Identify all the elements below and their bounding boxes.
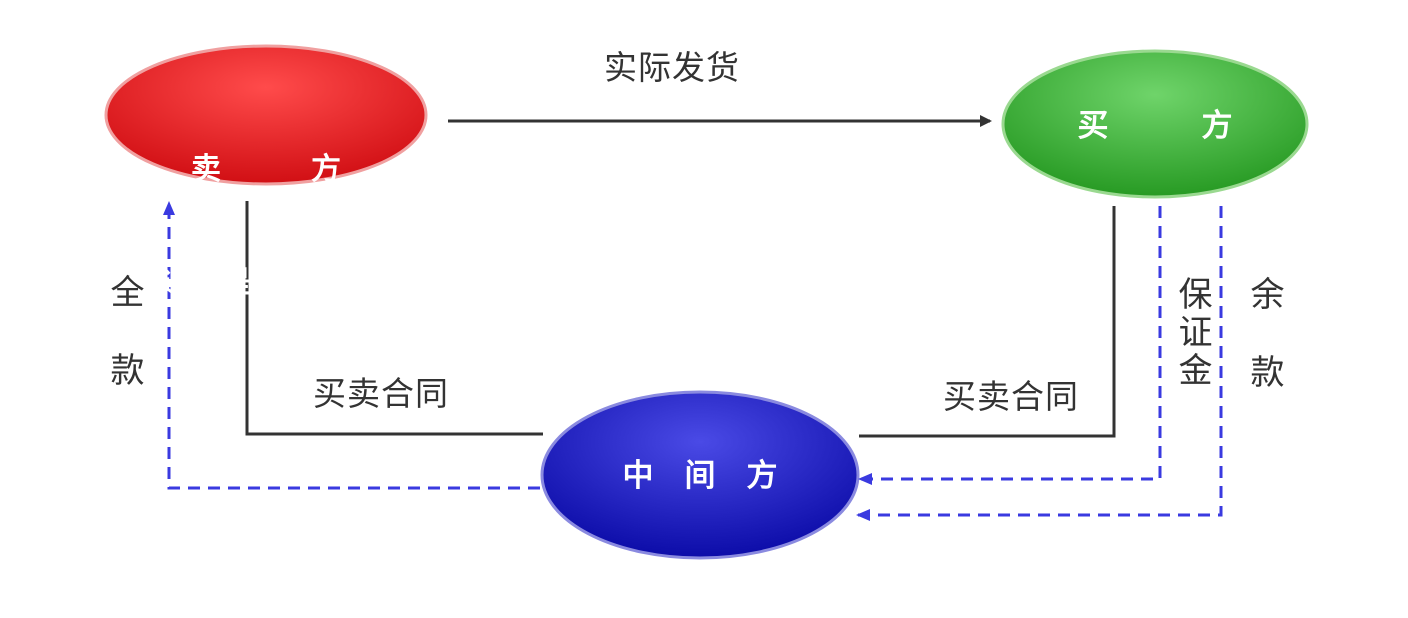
contract-label-left: 买卖合同 — [313, 374, 449, 413]
intermediary-label: 中 间 方 — [622, 458, 778, 494]
shipping-label: 实际发货 — [604, 48, 740, 87]
buyer-label: 买 方 — [1077, 108, 1233, 144]
buyer-node — [1001, 49, 1309, 199]
full-payment-arrow — [163, 201, 540, 490]
seller-node — [104, 44, 428, 186]
contract-label-right: 买卖合同 — [943, 377, 1079, 416]
seller-label-line1: 卖 方 — [191, 152, 341, 187]
deposit-arrow — [858, 206, 1162, 485]
balance-label: 余款 — [1244, 276, 1284, 432]
full-payment-label: 全款 — [104, 274, 144, 430]
seller-label: 卖 方 （通常是生产企业） — [106, 76, 426, 376]
deposit-label: 保证金 — [1172, 276, 1212, 390]
contract-line-left — [245, 201, 543, 436]
seller-label-line2: （通常是生产企业） — [131, 264, 401, 300]
contract-line-right — [859, 206, 1116, 438]
balance-arrow — [856, 206, 1223, 521]
